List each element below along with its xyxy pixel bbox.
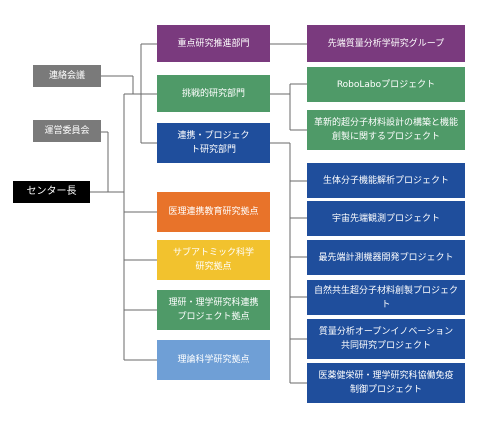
project-space-observation-box: 宇宙先端観測プロジェクト (307, 201, 465, 236)
project-open-innovation-label: 質量分析オープンイノベーション共同研究プロジェクト (318, 327, 454, 351)
project-instrument-box: 最先端計測機器開発プロジェクト (307, 240, 465, 275)
center-riken-box: 理研・理学研究科連携プロジェクト拠点 (157, 290, 270, 330)
project-robolabo-box: RoboLaboプロジェクト (307, 67, 465, 102)
project-mass-spectrometry-group-box: 先端質量分析学研究グループ (307, 25, 465, 62)
center-medical-science-box: 医理連携教育研究拠点 (157, 192, 270, 232)
project-open-innovation-box: 質量分析オープンイノベーション共同研究プロジェクト (307, 319, 465, 359)
project-immune-control-box: 医薬健栄研・理学研究科協働免疫制御プロジェクト (307, 363, 465, 403)
department-challenge-label: 挑戦的研究部門 (181, 88, 245, 99)
council-steering-box: 運営委員会 (33, 120, 101, 142)
project-space-observation-label: 宇宙先端観測プロジェクト (331, 213, 440, 224)
project-biomolecule-box: 生体分子機能解析プロジェクト (307, 163, 465, 198)
project-supramolecular-design-label: 革新的超分子材料設計の構築と機能創製に関するプロジェクト (313, 118, 458, 142)
project-supramolecular-design-box: 革新的超分子材料設計の構築と機能創製に関するプロジェクト (307, 110, 465, 150)
center-medical-science-label: 医理連携教育研究拠点 (168, 207, 259, 217)
council-liaison-label: 連絡会議 (48, 71, 85, 81)
project-mass-spectrometry-group-label: 先端質量分析学研究グループ (327, 38, 445, 49)
department-collaboration-box: 連携・プロジェクト研究部門 (157, 123, 270, 163)
center-riken-label: 理研・理学研究科連携プロジェクト拠点 (168, 298, 259, 322)
council-liaison-box: 連絡会議 (33, 65, 101, 87)
council-steering-label: 運営委員会 (44, 126, 90, 136)
center-subatomic-box: サブアトミック科学研究拠点 (157, 240, 270, 280)
center-theoretical-label: 理論科学研究拠点 (177, 355, 250, 365)
center-head-box: センター長 (13, 181, 90, 203)
department-priority-box: 重点研究推進部門 (157, 25, 270, 62)
center-subatomic-label: サブアトミック科学研究拠点 (172, 248, 254, 272)
department-challenge-box: 挑戦的研究部門 (157, 75, 270, 112)
project-symbiosis-material-label: 自然共生超分子材料創製プロジェクト (313, 285, 458, 310)
department-collaboration-label: 連携・プロジェクト研究部門 (177, 131, 250, 155)
project-biomolecule-label: 生体分子機能解析プロジェクト (322, 175, 449, 186)
project-instrument-label: 最先端計測機器開発プロジェクト (318, 252, 454, 263)
project-robolabo-label: RoboLaboプロジェクト (336, 79, 436, 90)
center-theoretical-box: 理論科学研究拠点 (157, 340, 270, 380)
project-immune-control-label: 医薬健栄研・理学研究科協働免疫制御プロジェクト (318, 371, 454, 395)
center-head-label: センター長 (26, 186, 77, 197)
project-symbiosis-material-box: 自然共生超分子材料創製プロジェクト (307, 280, 465, 315)
department-priority-label: 重点研究推進部門 (177, 38, 250, 49)
